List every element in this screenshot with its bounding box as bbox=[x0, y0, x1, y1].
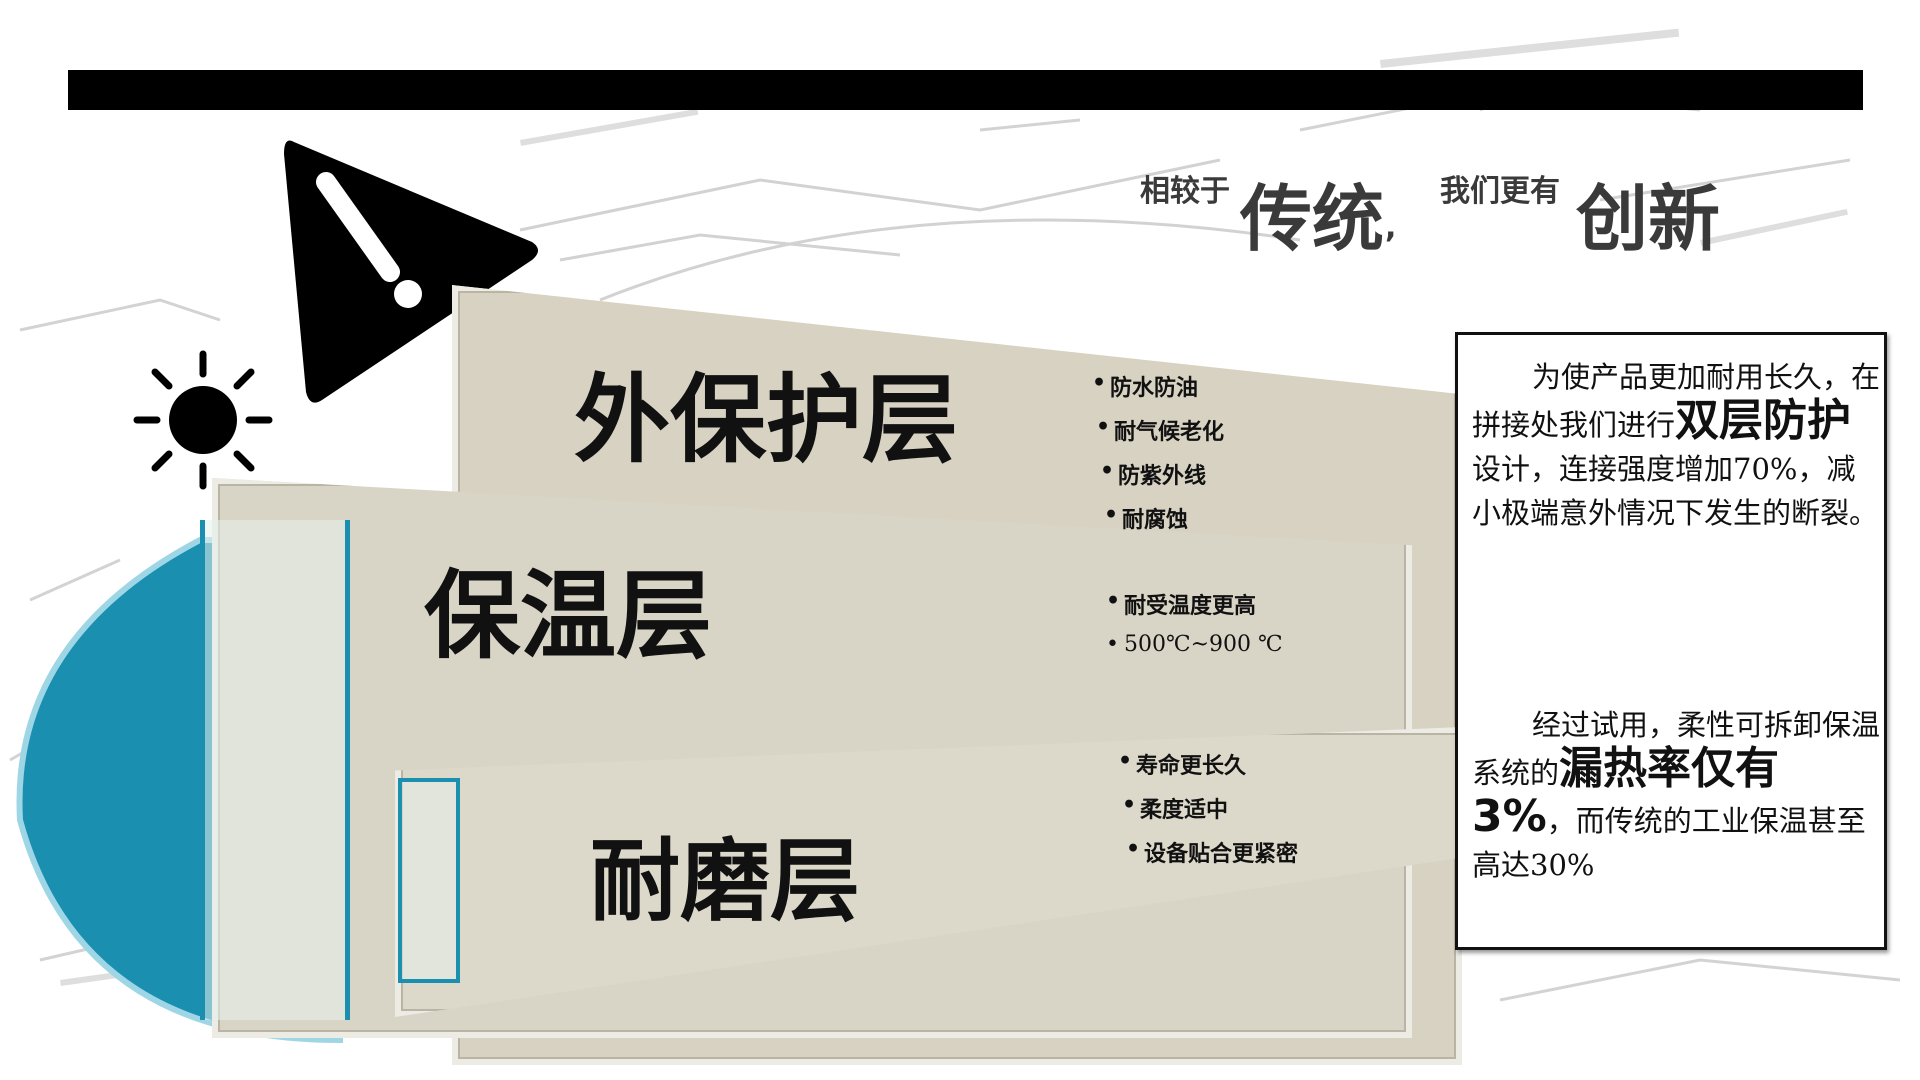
sun-icon bbox=[133, 350, 273, 490]
warning-icon bbox=[284, 140, 538, 403]
layer-title-wear: 耐磨层 bbox=[590, 828, 860, 934]
bullet-item: 耐腐蚀 bbox=[1104, 502, 1224, 534]
bullet-item: 耐受温度更高 bbox=[1106, 588, 1283, 620]
bullet-item: 设备贴合更紧密 bbox=[1126, 836, 1298, 868]
layer-title-outer: 外保护层 bbox=[574, 363, 958, 476]
bullet-item: 耐气候老化 bbox=[1096, 414, 1224, 446]
note-paragraph-2: 经过试用，柔性可拆卸保温系统的漏热率仅有3%，而传统的工业保温甚至高达30% bbox=[1472, 703, 1880, 887]
headline: 相较于 传统 , 我们更有 创新 bbox=[1140, 160, 1740, 270]
bullet-item: 防水防油 bbox=[1092, 370, 1224, 402]
note-p2-emphasis: 漏热率仅有3% bbox=[1472, 743, 1780, 842]
glass-strip-small bbox=[398, 778, 460, 983]
layer-title-insulation: 保温层 bbox=[424, 559, 712, 672]
note-paragraph-1: 为使产品更加耐用长久，在拼接处我们进行双层防护设计，连接强度增加70%，减小极端… bbox=[1472, 355, 1880, 535]
bullets-insulation: 耐受温度更高 500℃~900 ℃ bbox=[1106, 588, 1283, 669]
top-black-bar bbox=[68, 70, 1863, 110]
note-p2-text-b: ，而传统的工业保温甚至高达30% bbox=[1472, 804, 1866, 882]
note-p1-text-b: 设计，连接强度增加70%，减小极端意外情况下发生的断裂。 bbox=[1472, 452, 1879, 530]
headline-word-2: 创新 bbox=[1576, 177, 1721, 261]
bullets-wear: 寿命更长久 柔度适中 设备贴合更紧密 bbox=[1118, 748, 1298, 880]
headline-prefix-1: 相较于 bbox=[1140, 174, 1230, 209]
info-note-box: 为使产品更加耐用长久，在拼接处我们进行双层防护设计，连接强度增加70%，减小极端… bbox=[1455, 332, 1887, 950]
bullet-item: 防紫外线 bbox=[1100, 458, 1224, 490]
headline-prefix-2: 我们更有 bbox=[1440, 174, 1560, 209]
bullets-outer: 防水防油 耐气候老化 防紫外线 耐腐蚀 bbox=[1092, 370, 1224, 546]
note-p1-emphasis: 双层防护 bbox=[1675, 395, 1852, 446]
glass-strip-left bbox=[200, 520, 350, 1020]
bullet-item: 柔度适中 bbox=[1122, 792, 1298, 824]
headline-word-1: 传统 bbox=[1240, 177, 1385, 261]
note-p1-text-a: 为使产品更加耐用长久，在拼接处我们进行 bbox=[1472, 360, 1881, 442]
note-p2-text-a: 经过试用，柔性可拆卸保温系统的 bbox=[1472, 708, 1881, 790]
bullet-item: 500℃~900 ℃ bbox=[1106, 632, 1283, 657]
bullet-item: 寿命更长久 bbox=[1118, 748, 1298, 780]
headline-comma: , bbox=[1385, 210, 1397, 245]
